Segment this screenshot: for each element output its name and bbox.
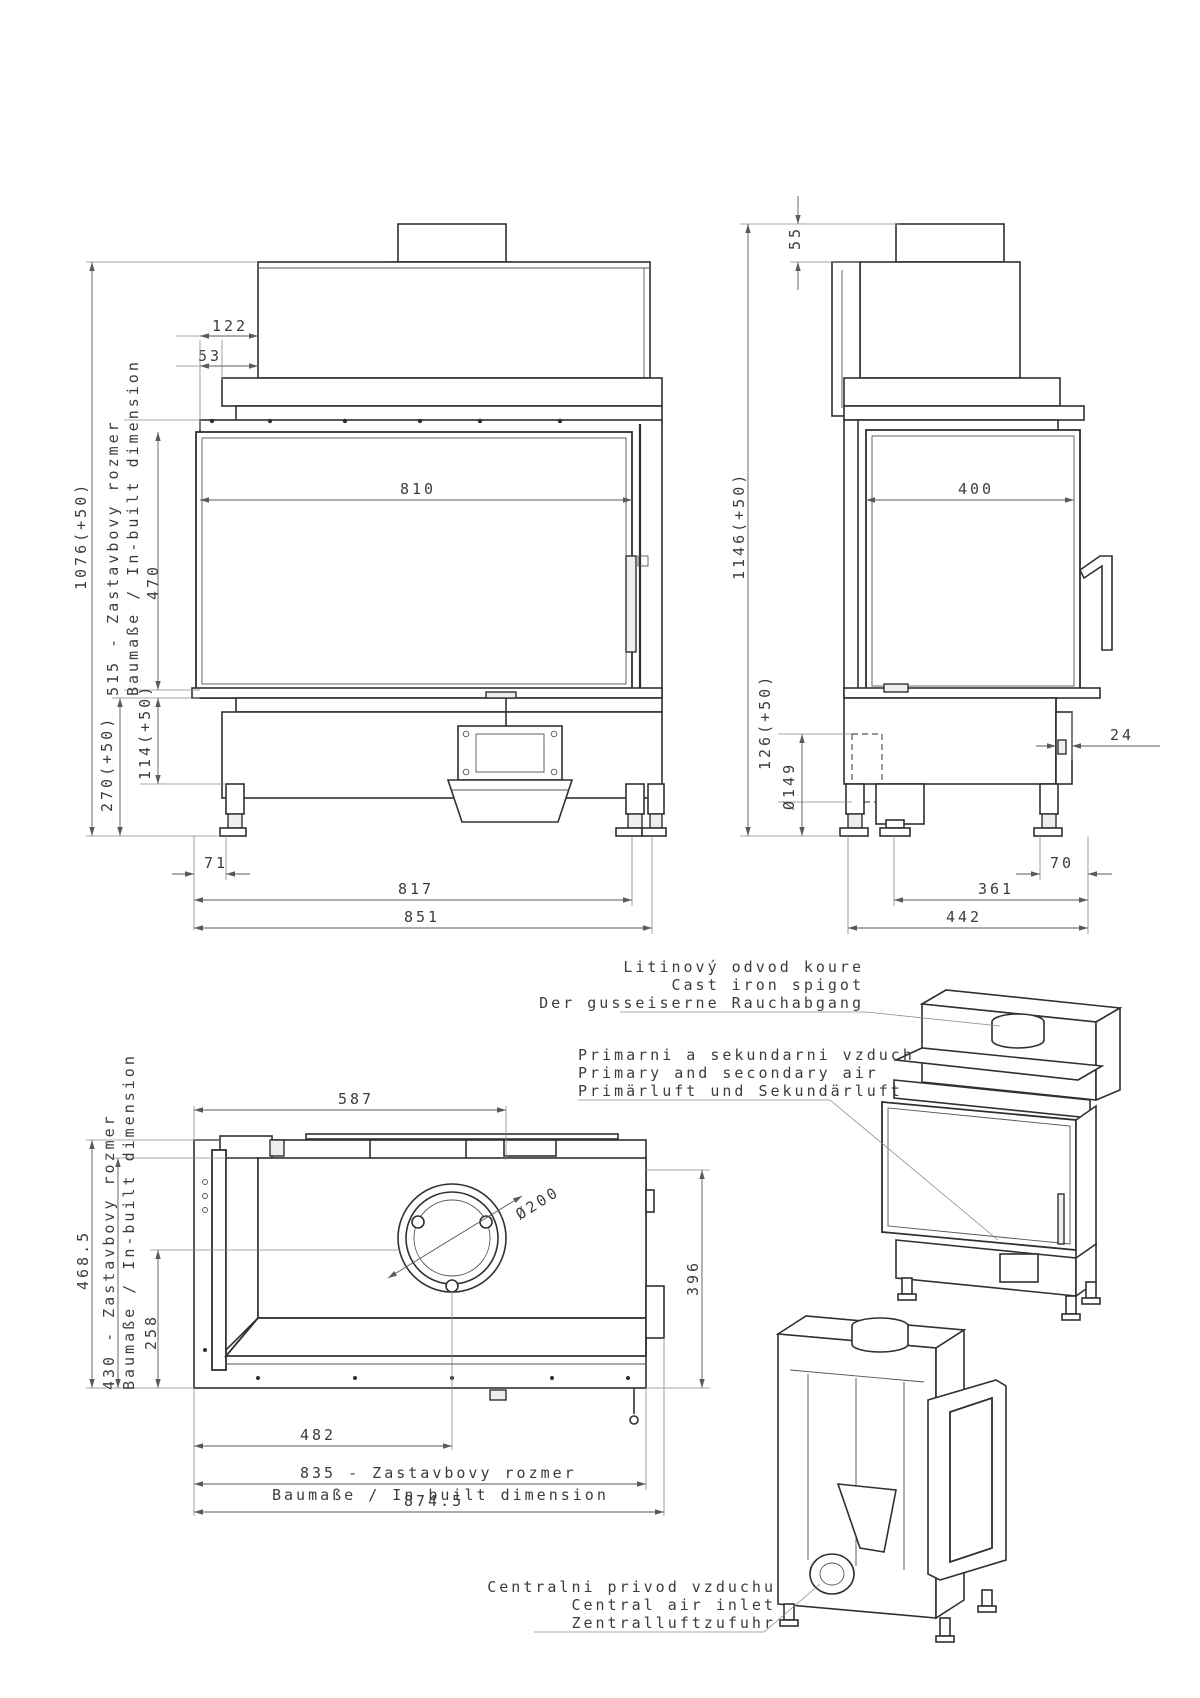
front-top-box xyxy=(257,261,651,379)
dim-front-470: 470 xyxy=(144,564,162,600)
callout-inlet: Centralni privod vzduchu Central air inl… xyxy=(487,1578,821,1633)
front-door-handle xyxy=(625,555,637,653)
top-handle xyxy=(489,1389,507,1401)
side-legs xyxy=(839,783,1063,837)
dim-front-515-sub: Baumaße / In-built dimension xyxy=(124,359,142,696)
dim-top-587: 587 xyxy=(338,1090,374,1108)
front-air-duct xyxy=(446,779,574,823)
dim-top-430: 430 - Zastavbovy rozmer xyxy=(100,1113,118,1390)
dim-front-515: 515 - Zastavbovy rozmer xyxy=(104,419,122,696)
side-dimensions: 55 1146(+50) 400 126(+50) Ø149 24 xyxy=(730,196,1160,934)
iso-view-front xyxy=(881,989,1123,1321)
side-base xyxy=(843,697,1057,785)
iso-base xyxy=(895,1239,1077,1297)
front-upper-frame xyxy=(221,377,663,407)
dim-side-126: 126(+50) xyxy=(756,674,774,770)
dim-front-114: 114(+50) xyxy=(136,684,154,780)
dim-side-24: 24 xyxy=(1110,726,1134,744)
dim-top-874: 874.5 xyxy=(404,1492,464,1510)
dim-top-258: 258 xyxy=(142,1314,160,1350)
callout-spigot-en: Cast iron spigot xyxy=(672,976,865,994)
dim-top-482: 482 xyxy=(300,1426,336,1444)
front-dimensions: 122 53 810 1076(+50) 515 - Zastavbovy ro… xyxy=(72,261,653,934)
callout-inlet-en: Central air inlet xyxy=(571,1596,776,1614)
dim-front-817: 817 xyxy=(398,880,434,898)
iso-rear-panel xyxy=(777,1333,937,1619)
dim-top-396: 396 xyxy=(684,1260,702,1296)
dim-side-361: 361 xyxy=(978,880,1014,898)
callout-air-cz: Primarni a sekundarni vzduch xyxy=(578,1046,915,1064)
side-top-box xyxy=(859,261,1021,379)
top-dimensions: 587 468.5 430 - Zastavbovy rozmer Baumaß… xyxy=(74,1053,710,1516)
top-view: Ø200 587 468.5 430 - Zastavbovy rozmer B… xyxy=(74,1053,710,1516)
side-flue-spigot xyxy=(895,223,1005,263)
callout-air-en: Primary and secondary air xyxy=(578,1064,879,1082)
front-glass-door xyxy=(195,431,633,691)
side-air-duct xyxy=(875,783,925,825)
callout-inlet-cz: Centralni privod vzduchu xyxy=(487,1578,776,1596)
dim-side-400: 400 xyxy=(958,480,994,498)
dim-top-468: 468.5 xyxy=(74,1230,92,1290)
front-legs xyxy=(219,783,667,837)
top-front-glass xyxy=(224,1317,647,1357)
iso-glass-door xyxy=(881,1101,1077,1251)
front-air-plate xyxy=(457,725,563,781)
dim-front-53: 53 xyxy=(198,347,222,365)
callout-air-de: Primärluft und Sekundärluft xyxy=(578,1082,903,1100)
callout-spigot-cz: Litinový odvod koure xyxy=(623,958,864,976)
dim-front-270: 270(+50) xyxy=(98,716,116,812)
callout-spigot-de: Der gusseiserne Rauchabgang xyxy=(539,994,864,1012)
dim-side-70: 70 xyxy=(1050,854,1074,872)
front-base xyxy=(221,711,663,799)
dim-side-55: 55 xyxy=(786,226,804,250)
front-flue-spigot xyxy=(397,223,507,263)
dim-front-851: 851 xyxy=(404,908,440,926)
dim-front-122: 122 xyxy=(212,317,248,335)
callout-inlet-de: Zentralluftzufuhr xyxy=(571,1614,776,1632)
iso-view-rear xyxy=(775,1315,1007,1643)
dim-side-149: Ø149 xyxy=(780,762,798,810)
dim-top-835: 835 - Zastavbovy rozmer xyxy=(300,1464,577,1482)
top-left-glass xyxy=(211,1149,227,1371)
dim-side-442: 442 xyxy=(946,908,982,926)
dim-side-1146: 1146(+50) xyxy=(730,472,748,580)
dim-front-810: 810 xyxy=(400,480,436,498)
callout-air: Primarni a sekundarni vzduch Primary and… xyxy=(578,1046,999,1241)
side-upper-frame xyxy=(843,377,1061,407)
iso-air-inlet xyxy=(809,1553,855,1595)
dim-top-835-sub: Baumaße / In-built dimension xyxy=(272,1486,609,1504)
dim-top-430-sub: Baumaße / In-built dimension xyxy=(120,1053,138,1390)
side-view: 55 1146(+50) 400 126(+50) Ø149 24 xyxy=(730,196,1160,934)
front-view: 122 53 810 1076(+50) 515 - Zastavbovy ro… xyxy=(72,223,667,934)
dim-front-71: 71 xyxy=(204,854,228,872)
side-glass-door xyxy=(865,429,1081,693)
side-air-inlet-hidden xyxy=(851,733,883,803)
callout-spigot: Litinový odvod koure Cast iron spigot De… xyxy=(539,958,1001,1027)
dim-front-1076: 1076(+50) xyxy=(72,482,90,590)
side-door-handle xyxy=(1078,555,1113,651)
